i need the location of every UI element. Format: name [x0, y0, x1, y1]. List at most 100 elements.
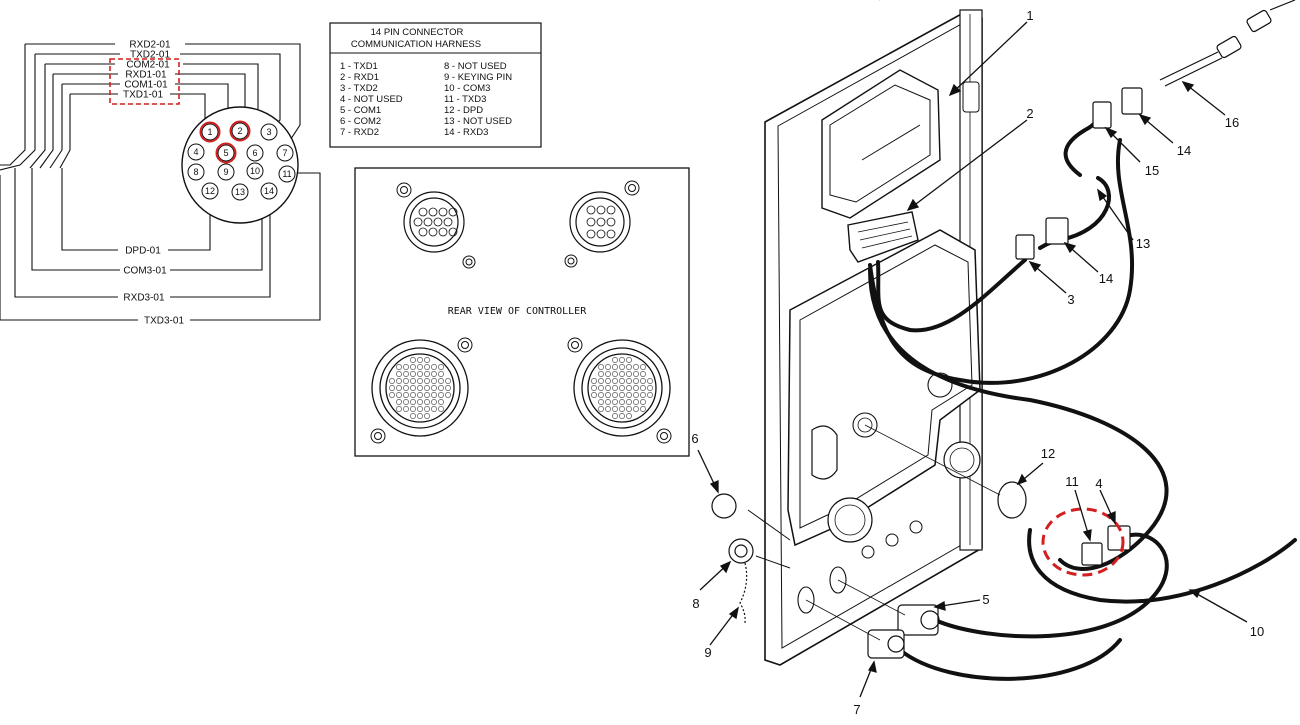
- connector-pin-socket: [403, 371, 409, 377]
- highlight-box-com-signals: [109, 58, 180, 105]
- signal-label-com3: COM3-01: [123, 266, 167, 277]
- pin-table-subtitle: COMMUNICATION HARNESS: [351, 39, 481, 50]
- connector-pin-socket: [438, 392, 444, 398]
- connector-pin-socket: [640, 406, 646, 412]
- connector-pin-socket: [410, 392, 416, 398]
- connector-pin-socket: [626, 406, 632, 412]
- connector-pin-socket: [417, 364, 423, 370]
- bottom-signal-labels: DPD-01 COM3-01 RXD3-01 TXD3-01: [123, 246, 184, 327]
- connector-pin-socket: [438, 378, 444, 384]
- connector-pin-socket: [445, 378, 451, 384]
- pin-4: 4: [193, 147, 198, 157]
- connector-pin-socket: [396, 392, 402, 398]
- callout-2: 2: [1026, 106, 1033, 121]
- connector-pin-socket: [633, 385, 639, 391]
- signal-label-rxd3: RXD3-01: [123, 293, 165, 304]
- pin-7: 7: [282, 148, 287, 158]
- pin-row: 11 - TXD3: [444, 94, 486, 105]
- connector-pin-socket: [417, 385, 423, 391]
- callout-4: 4: [1095, 476, 1102, 491]
- pin-row: 2 - RXD1: [340, 72, 379, 83]
- rear-view-panel: REAR VIEW OF CONTROLLER: [354, 167, 690, 457]
- connector-pin-socket: [647, 378, 653, 384]
- pin-5: 5: [223, 148, 228, 158]
- connector-pin-socket: [605, 406, 611, 412]
- connector-pin-socket: [424, 406, 430, 412]
- connector-pin-socket: [605, 399, 611, 405]
- connector-pin-socket: [445, 385, 451, 391]
- connector-pin-socket: [410, 413, 416, 419]
- pin-12: 12: [205, 186, 215, 196]
- connector-pin-socket: [612, 357, 618, 363]
- connector-pin-socket: [417, 406, 423, 412]
- connector-pin-socket: [633, 378, 639, 384]
- connector-pin-socket: [396, 371, 402, 377]
- pin-row: 9 - KEYING PIN: [444, 72, 512, 83]
- connector-pin-socket: [626, 399, 632, 405]
- pin-row: 14 - RXD3: [444, 127, 488, 138]
- connector-face: 1 2 3 4 5 6 7 8 9 10 11 12 13 14: [181, 106, 299, 224]
- callout-8: 8: [692, 596, 699, 611]
- connector-pin-socket: [598, 378, 604, 384]
- connector-pin-socket: [438, 399, 444, 405]
- connector-pin-socket: [396, 364, 402, 370]
- connector-pin-socket: [612, 371, 618, 377]
- connector-pin-socket: [410, 385, 416, 391]
- pin-row: 6 - COM2: [340, 116, 381, 127]
- connector-pin-socket: [431, 399, 437, 405]
- connector-pin-socket: [424, 399, 430, 405]
- connector-pin-socket: [417, 371, 423, 377]
- rear-view-label: REAR VIEW OF CONTROLLER: [448, 306, 587, 317]
- signal-label-txd3: TXD3-01: [144, 316, 184, 327]
- connector-pin-socket: [403, 385, 409, 391]
- callout-labels: 1 2 3 4 5 6 7 8 9 10 11 12 13 14 14 15 1…: [691, 8, 1264, 717]
- connector-pin-socket: [598, 371, 604, 377]
- connector-pin-socket: [626, 371, 632, 377]
- connector-pin-socket: [403, 399, 409, 405]
- connector-pin-socket: [605, 378, 611, 384]
- connector-pin-socket: [612, 364, 618, 370]
- connector-pin-socket: [612, 378, 618, 384]
- connector-pin-socket: [431, 406, 437, 412]
- pin-1: 1: [207, 127, 212, 137]
- connector-pin-socket: [445, 392, 451, 398]
- pin-row: 12 - DPD: [444, 105, 483, 116]
- connector-pin-socket: [410, 364, 416, 370]
- pin-row: 10 - COM3: [444, 83, 490, 94]
- callout-7: 7: [853, 702, 860, 717]
- connector-pin-socket: [619, 392, 625, 398]
- signal-label-rxd1: RXD1-01: [125, 70, 167, 81]
- pin-9: 9: [223, 167, 228, 177]
- connector-pin-socket: [591, 392, 597, 398]
- callout-1: 1: [1026, 8, 1033, 23]
- pin-row: 5 - COM1: [340, 105, 381, 116]
- callout-9: 9: [704, 645, 711, 660]
- connector-pin-socket: [396, 378, 402, 384]
- connector-pin-socket: [396, 385, 402, 391]
- connector-pin-socket: [633, 371, 639, 377]
- highlight-circle-connectors: [1041, 507, 1125, 577]
- connector-pin-socket: [619, 357, 625, 363]
- pin-10: 10: [250, 166, 260, 176]
- connector-pin-socket: [605, 392, 611, 398]
- connector-pin-socket: [619, 364, 625, 370]
- pin-table-title: 14 PIN CONNECTOR: [371, 27, 464, 38]
- connector-pin-socket: [626, 385, 632, 391]
- connector-pin-socket: [598, 364, 604, 370]
- pin-row: 8 - NOT USED: [444, 61, 507, 72]
- connector-pin-socket: [612, 399, 618, 405]
- connector-pin-socket: [431, 378, 437, 384]
- pin-14: 14: [264, 186, 274, 196]
- connector-pin-socket: [396, 406, 402, 412]
- harness-connectors: [711, 0, 1296, 659]
- connector-pin-socket: [403, 406, 409, 412]
- top-signal-labels: RXD2-01 TXD2-01 COM2-01 RXD1-01 COM1-01 …: [123, 40, 171, 101]
- connector-pin-socket: [438, 371, 444, 377]
- connector-pin-socket: [424, 392, 430, 398]
- connector-pin-socket: [591, 385, 597, 391]
- connector-pin-socket: [396, 399, 402, 405]
- pin-2: 2: [237, 126, 242, 136]
- connector-pin-socket: [403, 378, 409, 384]
- signal-label-com2: COM2-01: [126, 60, 170, 71]
